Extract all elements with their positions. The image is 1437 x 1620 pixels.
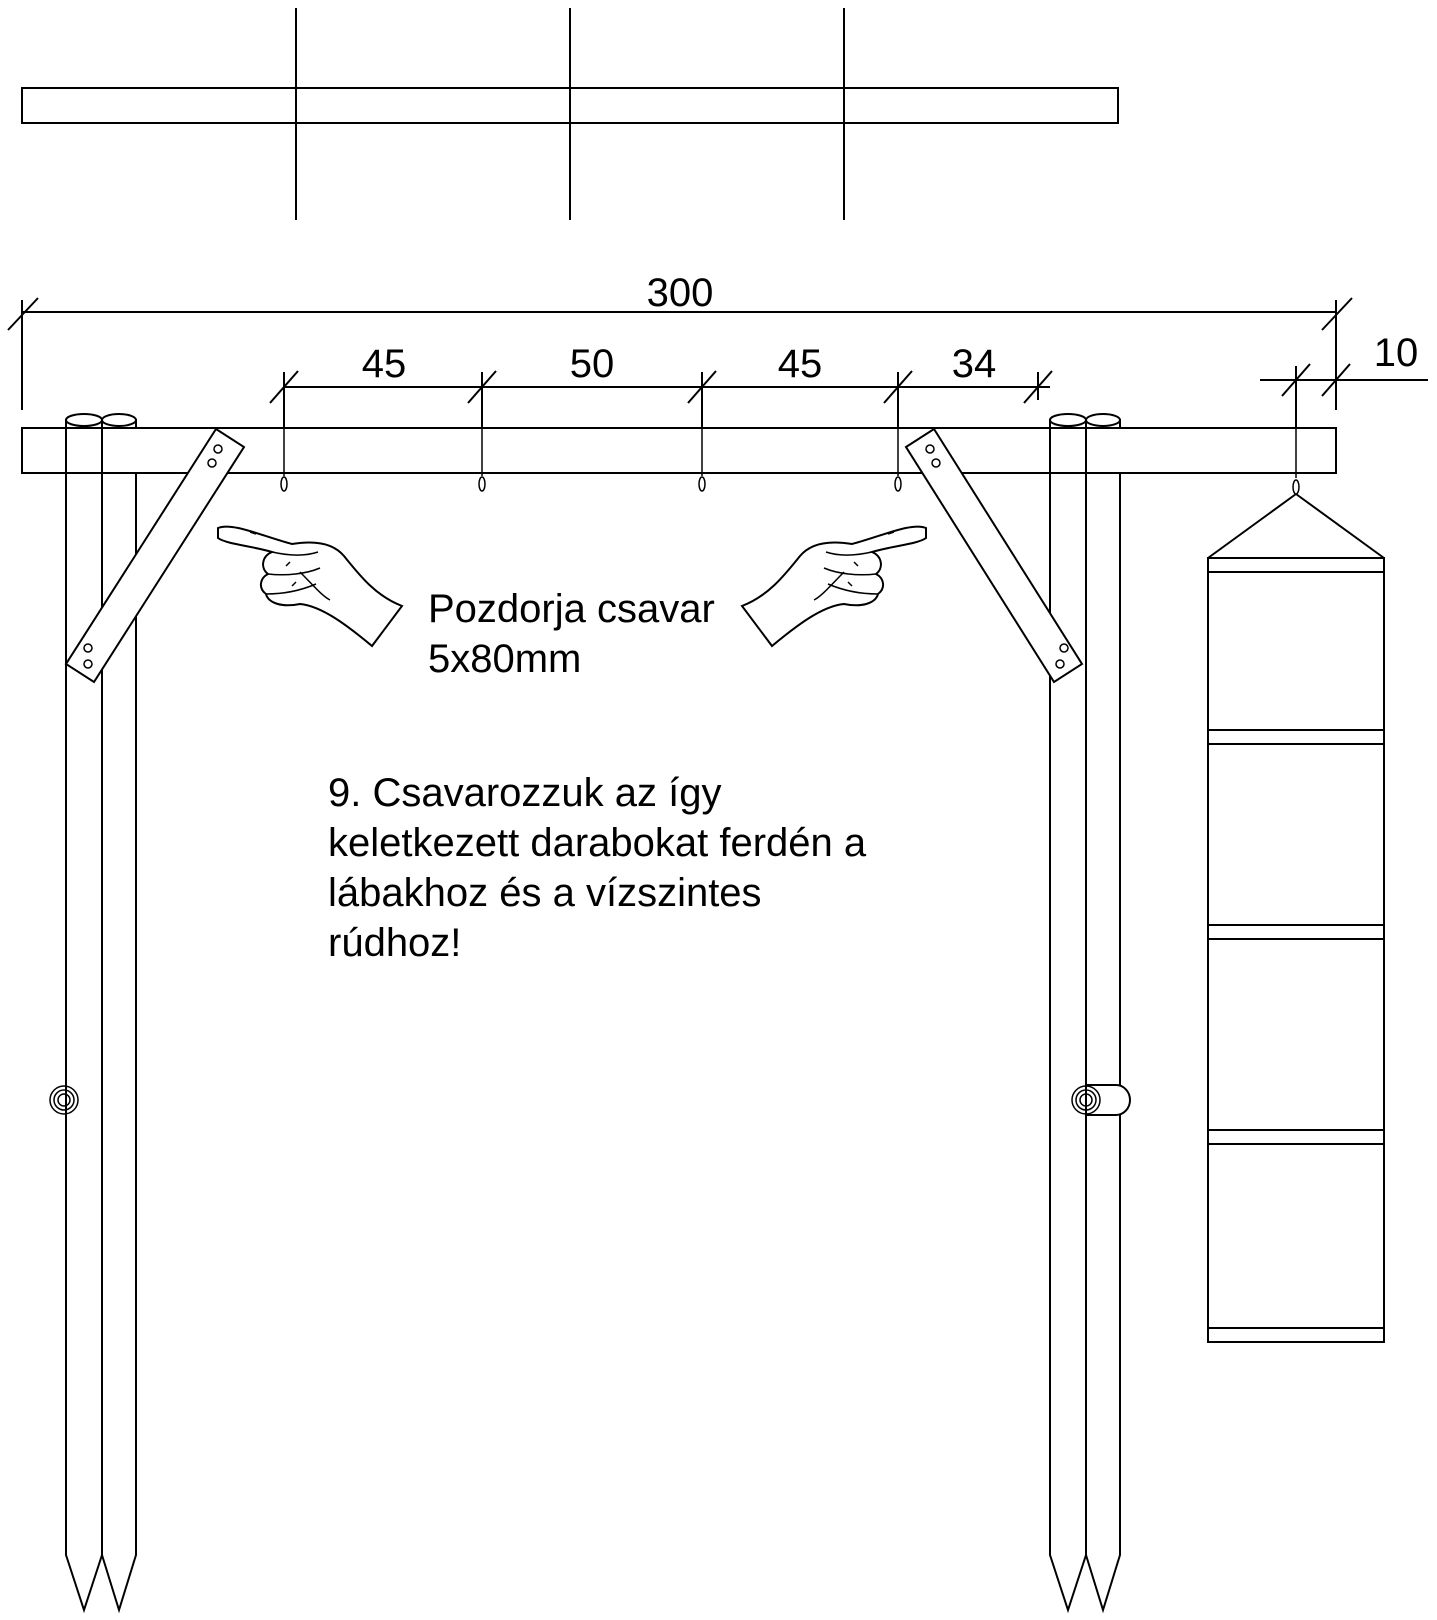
spacing-label-1: 45 [362, 342, 407, 386]
hanging-target [1207, 493, 1385, 1343]
right-brace [904, 427, 1084, 684]
left-brace [64, 427, 246, 684]
spacing-label-4: 34 [952, 342, 997, 386]
spacing-label-2: 50 [570, 342, 615, 386]
pointing-hand-right-icon [740, 525, 927, 648]
instruction-line-3: lábakhoz és a vízszintes [328, 871, 762, 915]
screw-callout: Pozdorja csavar 5x80mm [428, 584, 715, 684]
spacing-label-3: 45 [778, 342, 823, 386]
marked-beam-detail [21, 8, 1119, 220]
pointing-hand-left-icon [217, 525, 404, 648]
dimension-total: 300 [7, 271, 1353, 410]
hooks [280, 428, 1300, 495]
screw-callout-line-2: 5x80mm [428, 637, 582, 681]
instruction-line-4: rúdhoz! [328, 921, 462, 965]
instruction-text: 9. Csavarozzuk az így keletkezett darabo… [328, 768, 928, 968]
instruction-line-1: 9. Csavarozzuk az így [328, 771, 722, 815]
right-legs [1049, 413, 1131, 1614]
dimension-spacings: 45 50 45 34 [269, 342, 1053, 470]
end-offset-label: 10 [1374, 331, 1419, 375]
screw-callout-line-1: Pozdorja csavar [428, 587, 715, 631]
instruction-line-2: keletkezett darabokat ferdén a [328, 821, 867, 865]
dimension-end-offset: 10 [1260, 331, 1428, 470]
dimension-total-label: 300 [647, 271, 714, 315]
